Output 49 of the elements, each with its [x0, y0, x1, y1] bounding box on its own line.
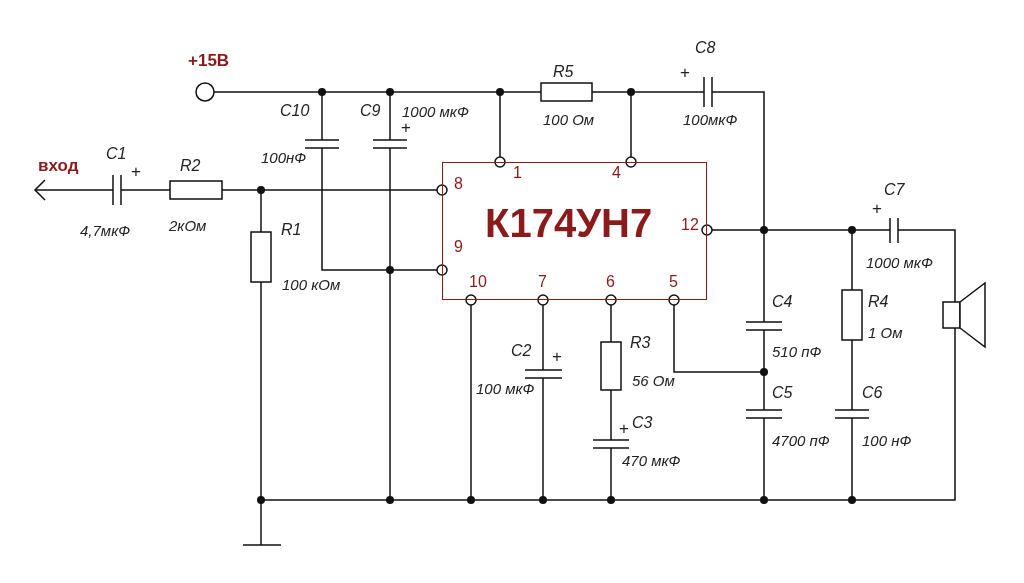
pin-number: 9: [454, 239, 463, 255]
component-value: 470 мкФ: [622, 453, 681, 468]
pin-number: 1: [513, 165, 522, 181]
component-value: 100 нФ: [862, 433, 912, 448]
component-label: C7: [884, 182, 905, 198]
component-value: 4,7мкФ: [80, 223, 131, 238]
component-label: R3: [630, 335, 651, 351]
component-label: R4: [868, 294, 889, 310]
pin-number: 6: [606, 274, 615, 290]
component-value: 1000 мкФ: [866, 255, 933, 270]
terminal-label: вход: [38, 157, 79, 174]
polarity-mark: +: [552, 348, 562, 365]
component-label: C2: [511, 343, 532, 359]
component-value: 100 Ом: [543, 112, 595, 127]
pin-number: 5: [669, 274, 678, 290]
terminal-label: +15В: [188, 52, 230, 69]
component-value: 2кОм: [169, 218, 207, 233]
component-value: 1 Ом: [868, 325, 903, 340]
component-value: 4700 пФ: [772, 433, 830, 448]
component-label: C8: [695, 40, 716, 56]
polarity-mark: +: [401, 119, 411, 136]
chip-box: [442, 162, 707, 300]
component-label: R1: [281, 222, 302, 238]
polarity-mark: +: [680, 64, 690, 81]
chip-label: К174УН7: [485, 203, 653, 243]
component-value: 100мкФ: [683, 112, 738, 127]
component-value: 1000 мкФ: [402, 104, 469, 119]
component-label: C1: [106, 146, 127, 162]
pin-number: 8: [454, 176, 463, 192]
component-value: 100 мкФ: [476, 381, 535, 396]
component-value: 100нФ: [261, 150, 307, 165]
component-value: 100 кОм: [282, 277, 341, 292]
component-label: C10: [280, 103, 310, 119]
component-label: C4: [772, 294, 793, 310]
pin-number: 10: [469, 274, 487, 290]
component-label: R2: [180, 158, 201, 174]
component-label: C9: [360, 103, 381, 119]
polarity-mark: +: [872, 200, 882, 217]
pin-number: 4: [612, 165, 621, 181]
component-label: C3: [632, 415, 653, 431]
component-label: C5: [772, 385, 793, 401]
component-label: C6: [862, 385, 883, 401]
polarity-mark: +: [131, 163, 141, 180]
component-value: 56 Ом: [632, 373, 675, 388]
component-value: 510 пФ: [772, 344, 822, 359]
pin-number: 12: [681, 217, 699, 233]
polarity-mark: +: [619, 420, 629, 437]
component-label: R5: [553, 64, 574, 80]
pin-number: 7: [538, 274, 547, 290]
